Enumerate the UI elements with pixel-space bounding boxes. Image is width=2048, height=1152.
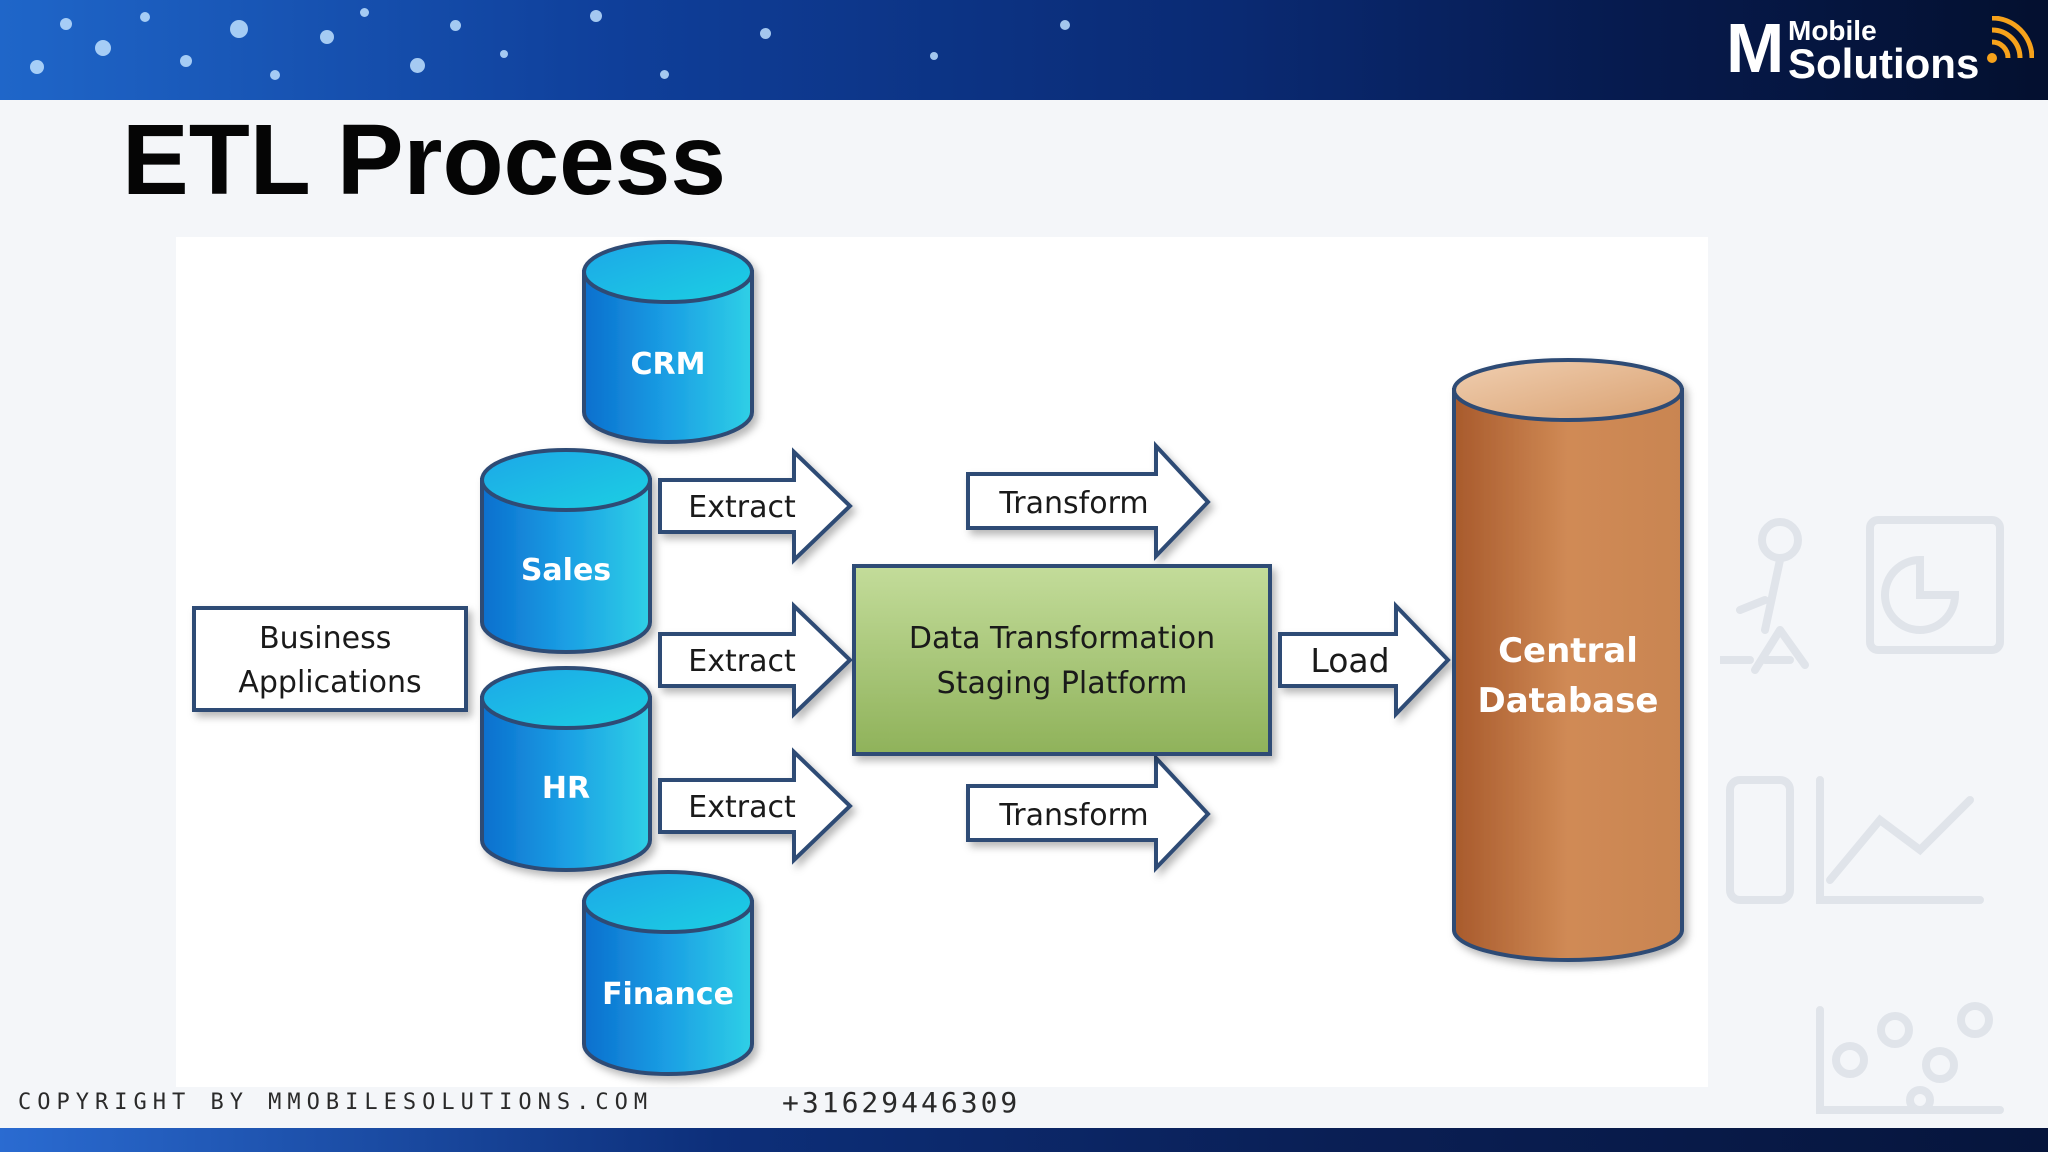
extract-label-1: Extract xyxy=(688,490,796,525)
logo-word-top: Mobile xyxy=(1788,15,1877,46)
finance-label: Finance xyxy=(602,977,734,1012)
finance-database-icon xyxy=(582,870,754,1076)
business-label-line-1: Business xyxy=(259,621,391,656)
footer-copyright: COPYRIGHT BY MMOBILESOLUTIONS.COM xyxy=(18,1090,654,1115)
central-database-icon xyxy=(1452,358,1684,962)
sales-label: Sales xyxy=(521,553,611,588)
header-banner xyxy=(0,0,2048,100)
sales-database-icon xyxy=(480,448,652,654)
hr-database-icon xyxy=(480,666,652,872)
crm-database-icon xyxy=(582,240,754,444)
business-label-line-2: Applications xyxy=(238,665,421,700)
extract-label-2: Extract xyxy=(688,644,796,679)
footer-phone: +31629446309 xyxy=(782,1086,1021,1119)
transform-label-bottom: Transform xyxy=(998,798,1148,833)
logo-word-bottom: Solutions xyxy=(1788,40,1980,87)
hr-label: HR xyxy=(542,771,590,806)
transform-label-top: Transform xyxy=(998,486,1148,521)
staging-label-line-2: Staging Platform xyxy=(937,666,1188,701)
load-arrow xyxy=(1278,601,1451,719)
central-database-label-line-1: Central xyxy=(1498,631,1638,671)
staging-label-line-1: Data Transformation xyxy=(909,621,1215,656)
load-label: Load xyxy=(1310,641,1389,680)
transform-arrow-top xyxy=(966,440,1211,561)
central-database-label-line-2: Database xyxy=(1478,681,1659,721)
extract-arrow-1 xyxy=(658,447,853,565)
slide-title: ETL Process xyxy=(122,104,727,216)
logo-mark: M xyxy=(1726,9,1784,87)
staging-platform-box xyxy=(852,564,1272,756)
business-applications-label: Business Applications xyxy=(238,621,421,700)
company-logo: M Mobile Solutions xyxy=(1726,9,2036,87)
footer-band xyxy=(0,1128,2048,1152)
business-applications-box xyxy=(192,606,468,712)
crm-label: CRM xyxy=(631,347,706,382)
decorative-background-icons xyxy=(1720,516,2004,1114)
signal-icon xyxy=(1987,16,2034,63)
transform-arrow-bottom xyxy=(966,752,1211,873)
extract-arrow-3 xyxy=(658,747,853,865)
extract-label-3: Extract xyxy=(688,790,796,825)
extract-arrow-2 xyxy=(658,601,853,719)
